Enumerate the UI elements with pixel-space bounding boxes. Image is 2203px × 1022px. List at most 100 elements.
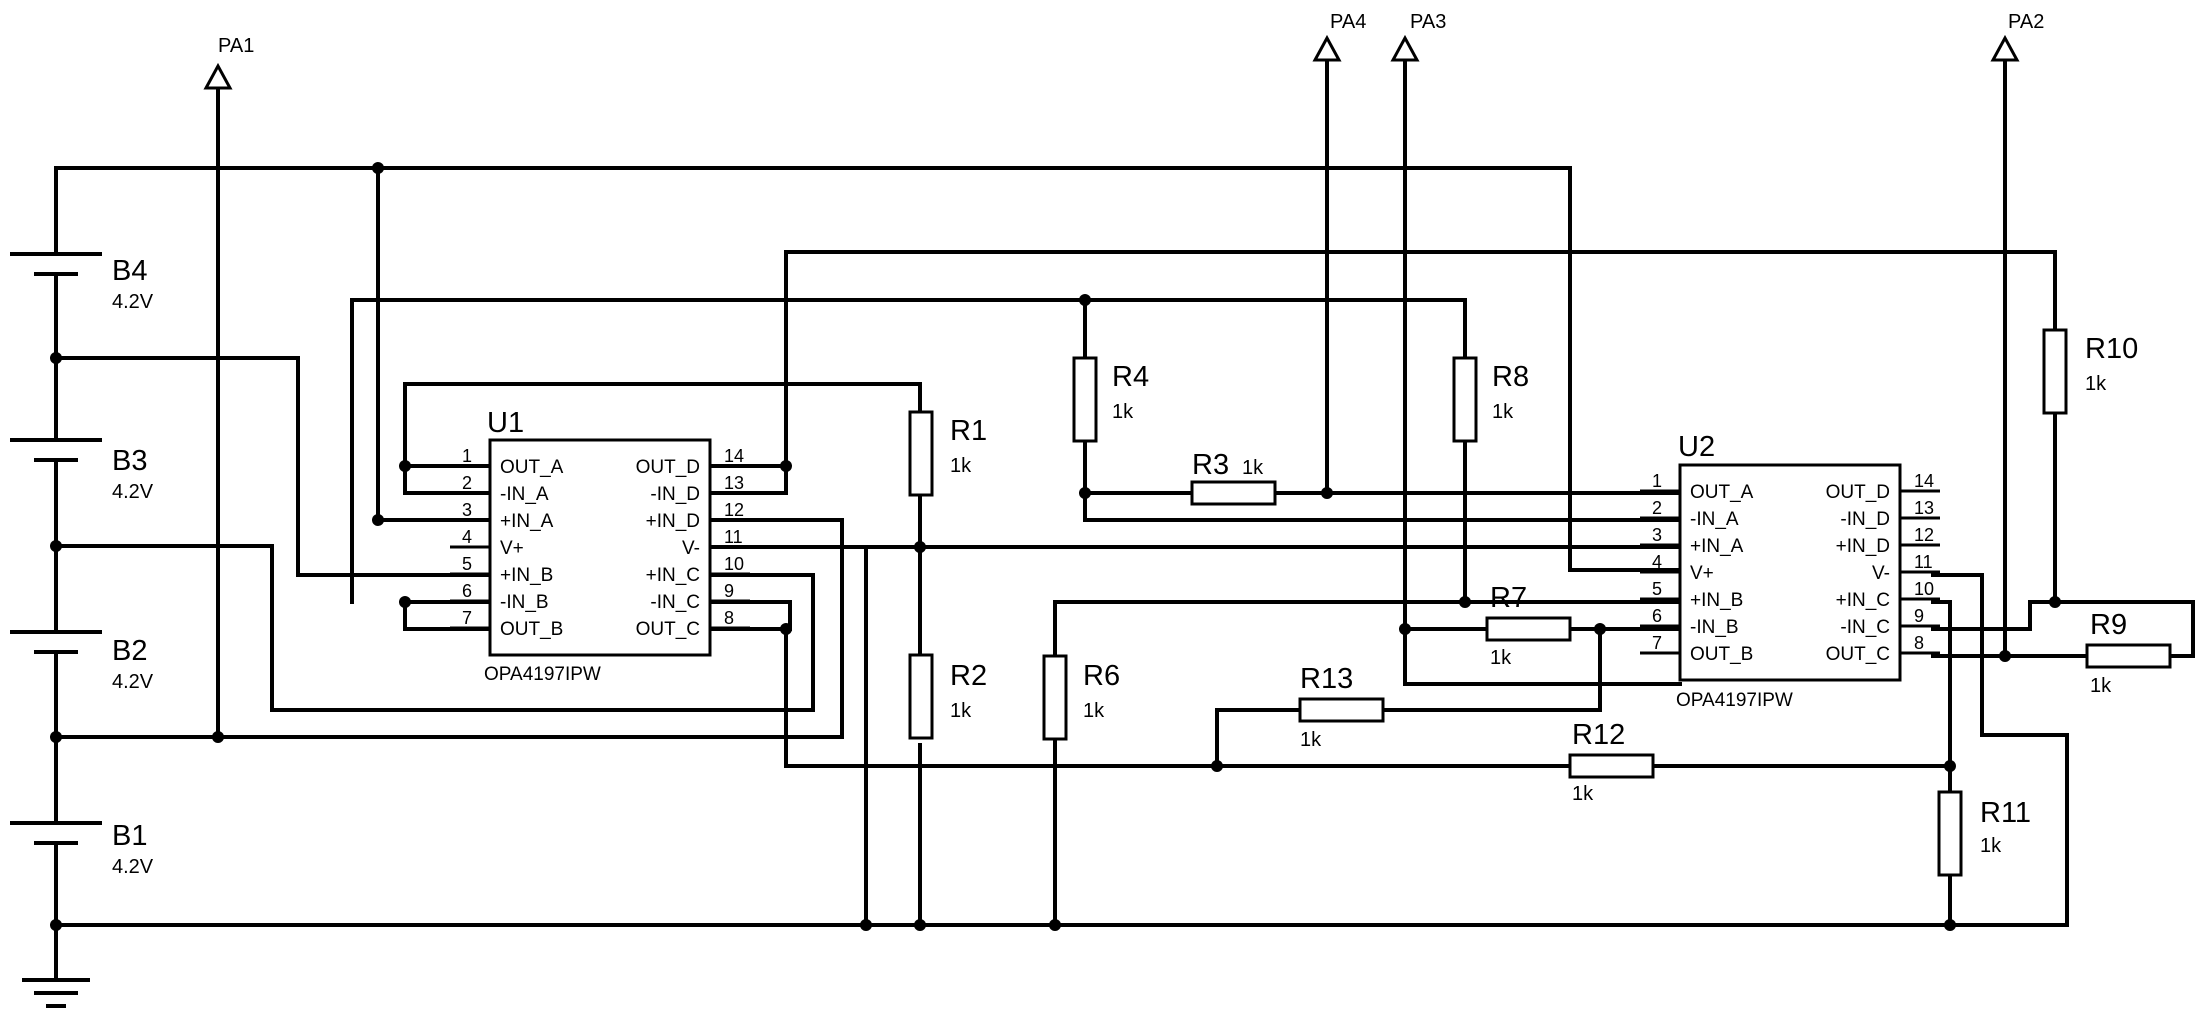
battery-b1: B1 4.2V xyxy=(10,820,154,878)
port-pa1-label: PA1 xyxy=(218,35,254,57)
resistor-r10-value: 1k xyxy=(2085,373,2107,395)
ic-pin-label: V+ xyxy=(500,538,524,559)
ic-pin-number: 6 xyxy=(462,581,472,601)
ic-pin-label: -IN_B xyxy=(1690,617,1739,638)
ic-pin-label: OUT_A xyxy=(1690,482,1754,503)
battery-b3-value: 4.2V xyxy=(112,481,154,503)
resistor-r11-value: 1k xyxy=(1980,835,2002,857)
resistor-r1-value: 1k xyxy=(950,455,972,477)
junction-dot xyxy=(372,162,384,174)
resistor-r10-ref: R10 xyxy=(2085,333,2138,365)
ic-pin-number: 2 xyxy=(462,473,472,493)
resistor-r9-value: 1k xyxy=(2090,675,2112,697)
battery-b3-ref: B3 xyxy=(112,445,147,477)
ic-pin-number: 1 xyxy=(462,446,472,466)
ic-pin-number: 7 xyxy=(1652,633,1662,653)
resistor-r13-value: 1k xyxy=(1300,729,1322,751)
junction-dot xyxy=(1399,623,1411,635)
resistor-r9: R9 1k xyxy=(2085,609,2172,697)
junction-dot xyxy=(1079,487,1091,499)
junction-dot xyxy=(1944,760,1956,772)
resistor-r6-value: 1k xyxy=(1083,700,1105,722)
junction-dot xyxy=(1079,294,1091,306)
ic-pin-number: 1 xyxy=(1652,471,1662,491)
ic-pin-number: 13 xyxy=(1914,498,1934,518)
junction-dot xyxy=(1594,623,1606,635)
ic-pin-number: 8 xyxy=(1914,633,1924,653)
wire-b1-tap xyxy=(54,518,844,739)
resistor-r10: R10 1k xyxy=(2042,328,2138,415)
ic-pin-label: -IN_D xyxy=(650,484,700,505)
ic-pin-number: 9 xyxy=(724,581,734,601)
ic-pin-number: 5 xyxy=(1652,579,1662,599)
junction-dot xyxy=(2049,596,2061,608)
junction-dot xyxy=(1321,487,1333,499)
junction-dot xyxy=(399,460,411,472)
ic-pin-label: -IN_A xyxy=(1690,509,1739,530)
battery-b2-ref: B2 xyxy=(112,635,147,667)
wire-u1-a-loop xyxy=(403,382,922,495)
resistor-r8-ref: R8 xyxy=(1492,361,1529,393)
junction-dot xyxy=(860,919,872,931)
wire-b2-tap xyxy=(54,544,815,712)
ic-pin-label: OUT_D xyxy=(636,457,700,478)
resistor-r1: R1 1k xyxy=(908,410,987,497)
ic-pin-number: 13 xyxy=(724,473,744,493)
ic-u2-pins: 1OUT_A2-IN_A3+IN_A4V+5+IN_B6-IN_B7OUT_B1… xyxy=(1640,471,1940,665)
port-pa4-label: PA4 xyxy=(1330,11,1366,33)
ic-pin-label: -IN_C xyxy=(1840,617,1890,638)
resistor-r2-value: 1k xyxy=(950,700,972,722)
ic-pin-label: OUT_A xyxy=(500,457,564,478)
junction-dot xyxy=(372,514,384,526)
ic-pin-label: +IN_D xyxy=(646,511,700,532)
port-pa1: PA1 xyxy=(203,35,254,90)
ic-pin-label: OUT_B xyxy=(1690,644,1753,665)
ic-pin-number: 5 xyxy=(462,554,472,574)
port-pa3: PA3 xyxy=(1390,11,1446,62)
junction-dot xyxy=(780,460,792,472)
junction-dot xyxy=(914,541,926,553)
ic-pin-number: 9 xyxy=(1914,606,1924,626)
ic-pin-label: V- xyxy=(682,538,700,559)
resistor-r11-ref: R11 xyxy=(1980,797,2031,829)
ic-pin-number: 3 xyxy=(1652,525,1662,545)
battery-b3: B3 4.2V xyxy=(10,438,154,503)
wire-top-rail xyxy=(54,166,1682,572)
ic-pin-label: V- xyxy=(1872,563,1890,584)
ic-pin-number: 11 xyxy=(724,527,743,547)
resistor-r11: R11 1k xyxy=(1937,790,2031,877)
ic-pin-label: +IN_C xyxy=(1836,590,1890,611)
ic-pin-number: 14 xyxy=(1914,471,1934,491)
ic-u2: U2 OPA4197IPW 1OUT_A2-IN_A3+IN_A4V+5+IN_… xyxy=(1640,431,1940,711)
resistor-r3-ref: R3 xyxy=(1192,449,1229,481)
ic-pin-label: OUT_D xyxy=(1826,482,1890,503)
junction-dot xyxy=(914,919,926,931)
resistor-r8: R8 1k xyxy=(1452,356,1529,443)
ic-u2-ref: U2 xyxy=(1678,431,1715,463)
wire-r8 xyxy=(1053,441,1682,662)
wire-b3-tap xyxy=(54,356,492,577)
ic-u1: U1 OPA4197IPW 1OUT_A2-IN_A3+IN_A4V+5+IN_… xyxy=(450,407,750,685)
wire-gnd-rail xyxy=(54,573,2069,927)
resistor-r3-value: 1k xyxy=(1242,457,1264,479)
battery-b4-value: 4.2V xyxy=(112,291,154,313)
resistor-r13: R13 1k xyxy=(1298,663,1385,751)
resistor-r2: R2 1k xyxy=(908,653,987,740)
ic-pin-number: 3 xyxy=(462,500,472,520)
port-pa4: PA4 xyxy=(1312,11,1366,62)
wire-r1-r2 xyxy=(864,493,1682,927)
ic-pin-label: OUT_B xyxy=(500,619,563,640)
wire-r13 xyxy=(1215,708,1602,768)
ic-pin-number: 10 xyxy=(724,554,744,574)
battery-b1-value: 4.2V xyxy=(112,856,154,878)
resistor-r7-value: 1k xyxy=(1490,647,1512,669)
resistor-r8-value: 1k xyxy=(1492,401,1514,423)
resistor-r12: R12 1k xyxy=(1568,719,1655,805)
resistor-r3: R3 1k xyxy=(1190,449,1277,506)
ic-pin-number: 2 xyxy=(1652,498,1662,518)
resistor-r7-ref: R7 xyxy=(1490,582,1527,614)
junction-dot xyxy=(212,731,224,743)
resistor-r1-ref: R1 xyxy=(950,415,987,447)
ic-u1-ref: U1 xyxy=(487,407,524,439)
